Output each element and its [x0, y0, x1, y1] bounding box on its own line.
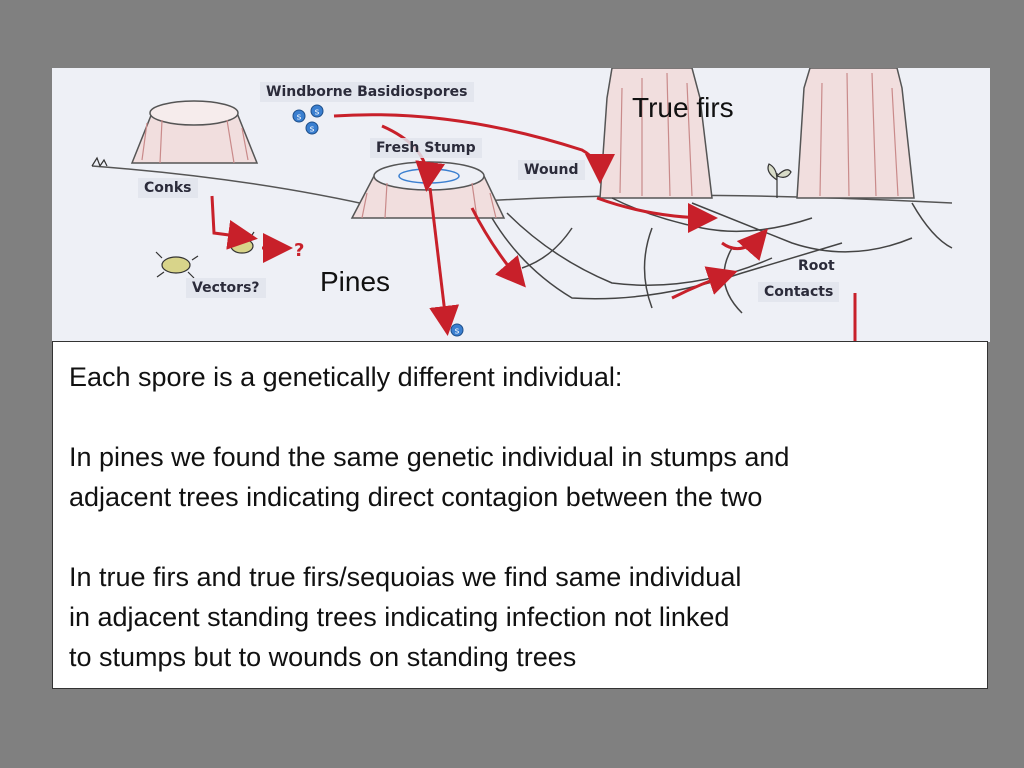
- insects: [155, 231, 255, 279]
- grass-tuft: [91, 156, 108, 168]
- text-line-2: In pines we found the same genetic indiv…: [69, 442, 790, 472]
- text-line-5: in adjacent standing trees indicating in…: [69, 602, 730, 632]
- label-conks: Conks: [138, 178, 198, 198]
- label-vectors: Vectors?: [186, 278, 266, 298]
- explanation-textbox: Each spore is a genetically different in…: [52, 341, 988, 689]
- text-line-1: Each spore is a genetically different in…: [69, 362, 623, 392]
- spore-letter: s: [297, 113, 302, 123]
- label-root: Root: [798, 258, 835, 274]
- spore-icons: [292, 104, 464, 337]
- spore-letter: s: [310, 125, 315, 135]
- text-line-3: adjacent trees indicating direct contagi…: [69, 482, 763, 512]
- infection-arrows: [210, 113, 768, 336]
- overlay-pines: Pines: [320, 266, 391, 297]
- true-fir-trunks: [599, 68, 915, 199]
- roots: [491, 197, 953, 314]
- text-line-4: In true firs and true firs/sequoias we f…: [69, 562, 742, 592]
- spore-letter: s: [455, 327, 460, 337]
- seedling: [767, 163, 792, 198]
- label-windborne: Windborne Basidiospores: [260, 82, 474, 102]
- label-contacts: Contacts: [758, 282, 840, 302]
- label-wound: Wound: [518, 160, 585, 180]
- label-fresh-stump: Fresh Stump: [370, 138, 482, 158]
- text-line-6: to stumps but to wounds on standing tree…: [69, 642, 577, 672]
- overlay-true-firs: True firs: [632, 92, 734, 123]
- label-question-mark: ?: [294, 240, 305, 261]
- ground-line: [91, 165, 953, 209]
- stump-with-conks: [130, 100, 259, 164]
- spore-letter: s: [315, 108, 320, 118]
